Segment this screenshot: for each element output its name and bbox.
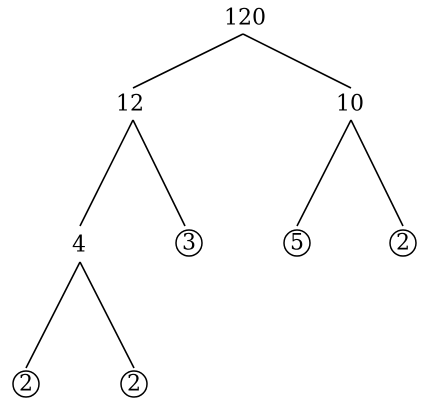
- prime-circle: [12, 370, 40, 398]
- node-2-label: 2: [19, 372, 33, 397]
- edge-4-2-right: [79, 261, 135, 369]
- node-4-label: 4: [72, 233, 86, 258]
- node-3-prime: 3: [175, 229, 203, 257]
- node-5-label: 5: [290, 231, 304, 256]
- edge-10-2: [350, 119, 404, 227]
- node-4: 4: [72, 233, 86, 258]
- node-10-label: 10: [336, 92, 364, 117]
- prime-circle: [389, 229, 417, 257]
- node-5-prime: 5: [283, 229, 311, 257]
- node-12: 12: [116, 92, 144, 117]
- tree-edges: [25, 33, 404, 369]
- edge-12-4: [79, 119, 134, 227]
- node-10: 10: [336, 92, 364, 117]
- prime-circle: [283, 229, 311, 257]
- edge-120-10: [242, 33, 352, 89]
- node-2-label: 2: [396, 231, 410, 256]
- edge-12-3: [132, 119, 186, 227]
- edge-4-2-left: [25, 261, 81, 369]
- node-2-prime-bottom-left: 2: [12, 370, 40, 398]
- edge-120-12: [132, 33, 244, 89]
- node-2-label: 2: [127, 372, 141, 397]
- node-12-label: 12: [116, 92, 144, 117]
- node-120: 120: [224, 6, 266, 31]
- node-3-label: 3: [182, 231, 196, 256]
- prime-circle: [120, 370, 148, 398]
- edge-10-5: [296, 119, 352, 227]
- node-2-prime-right: 2: [389, 229, 417, 257]
- node-120-label: 120: [224, 6, 266, 31]
- node-2-prime-bottom-right: 2: [120, 370, 148, 398]
- prime-circle: [175, 229, 203, 257]
